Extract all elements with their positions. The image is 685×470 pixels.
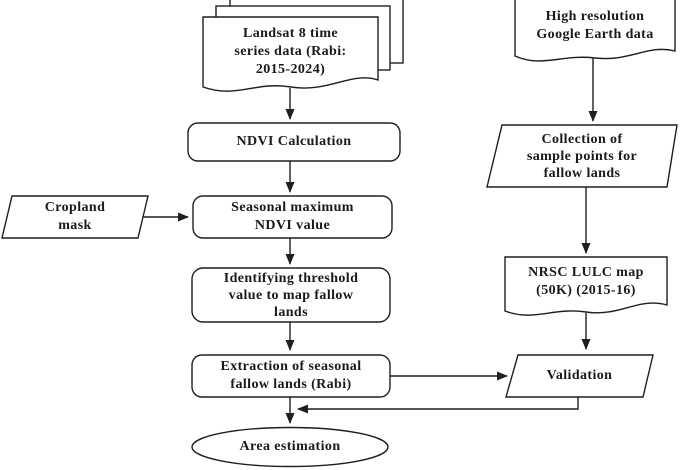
- ndvi-process-shape: [187, 122, 401, 162]
- sample-points-shape: [486, 124, 678, 188]
- google-earth-document-shape: [514, 0, 676, 62]
- cropland-mask-shape: [1, 195, 149, 239]
- extraction-process-shape: [191, 354, 391, 398]
- area-estimation-terminator-shape: [191, 426, 389, 468]
- validation-shape: [505, 354, 654, 398]
- arrow-validation-to-area-junction: [297, 397, 579, 414]
- landsat-document-shape: [202, 16, 379, 92]
- seasonal-max-process-shape: [192, 195, 393, 239]
- threshold-process-shape: [191, 267, 391, 323]
- nrsc-lulc-document-shape: [504, 256, 668, 316]
